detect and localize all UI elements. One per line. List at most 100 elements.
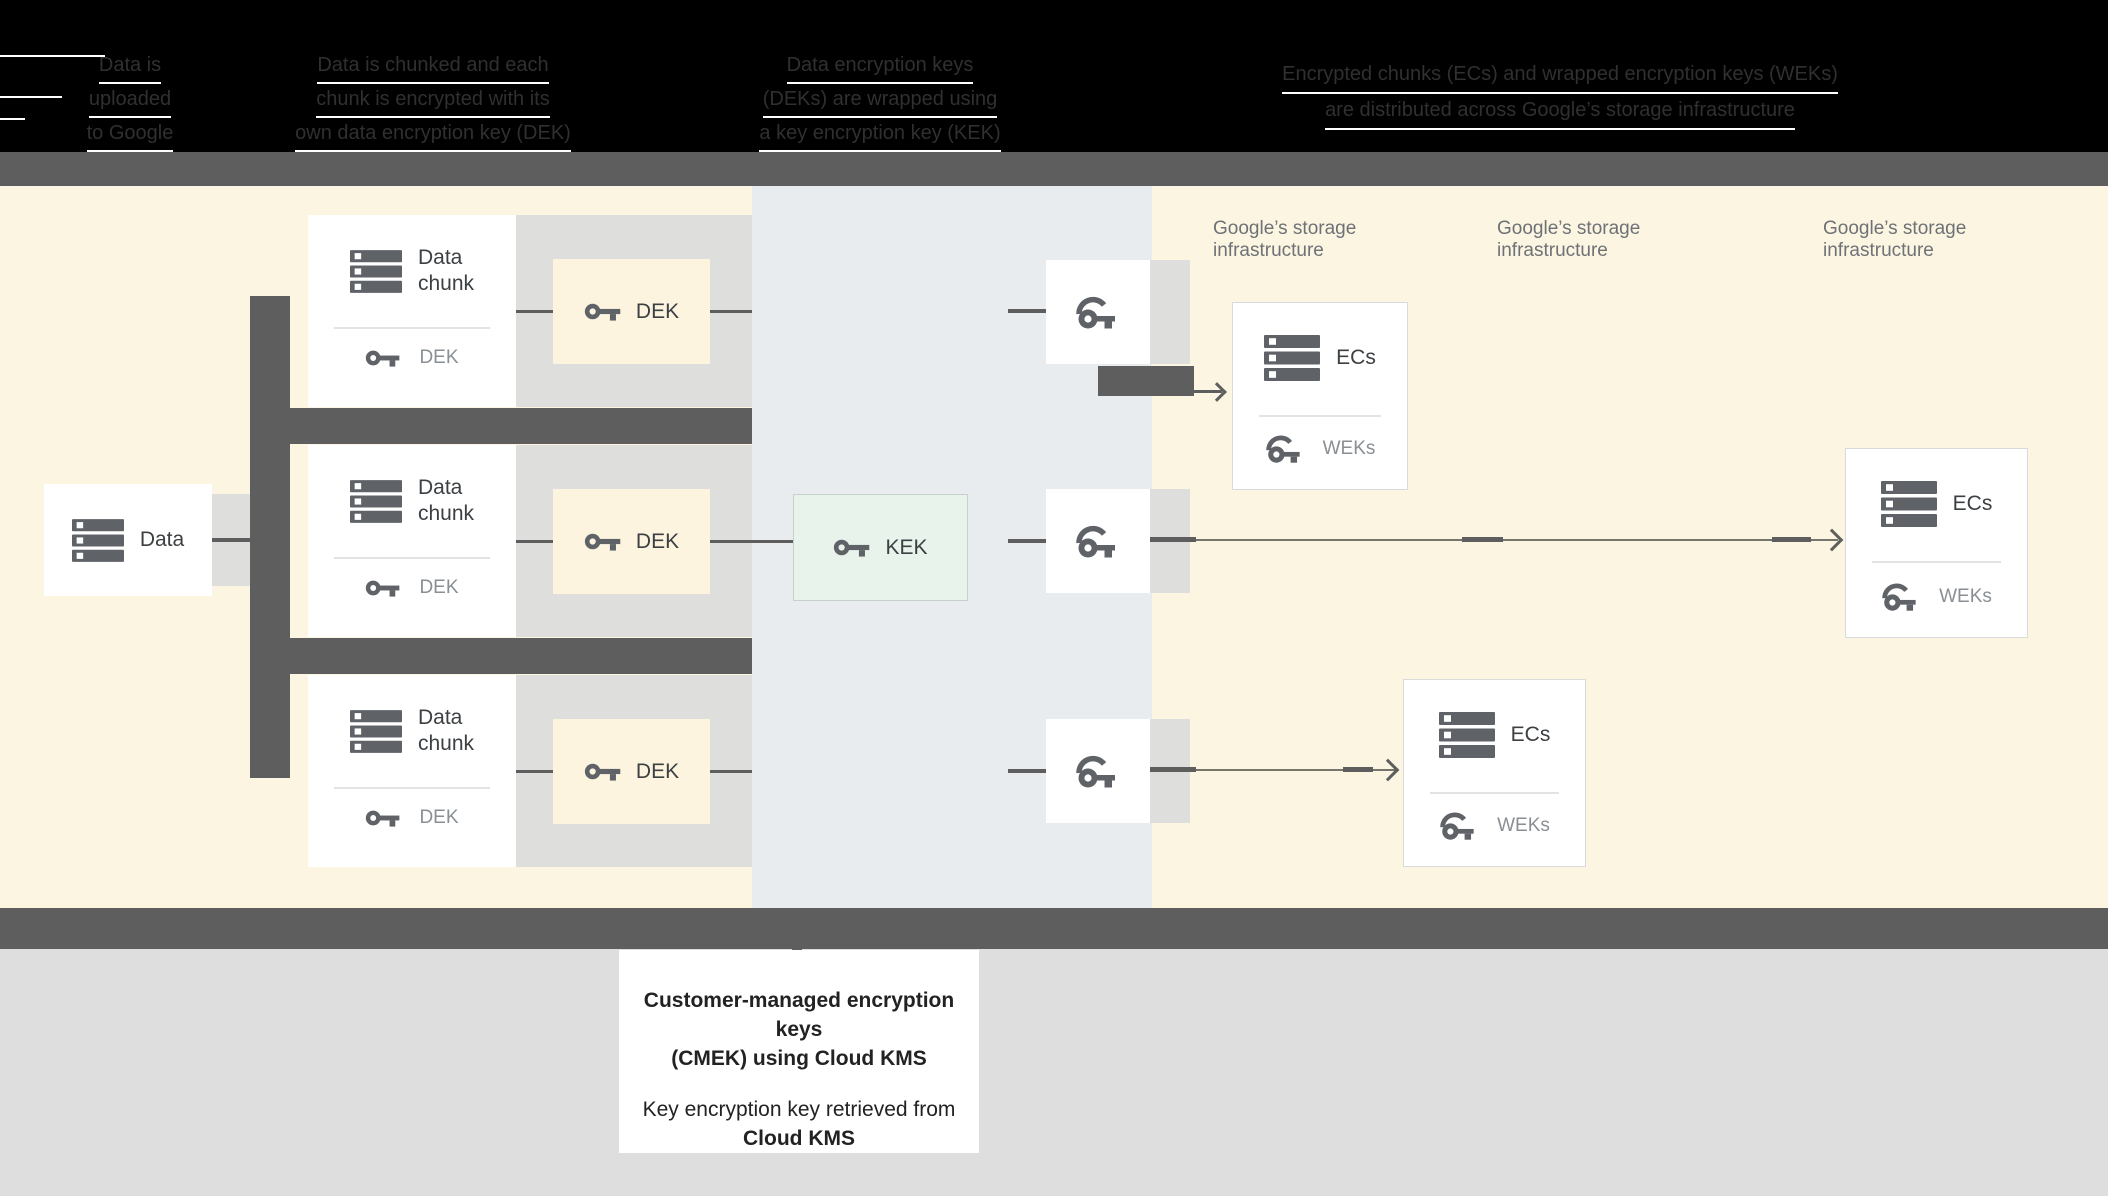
header-step-1-line: uploaded [88,84,172,118]
header-step-1-line: to Google [86,118,174,152]
arrow-thick-segment [1462,537,1503,542]
server-icon [72,519,124,562]
wrapped-key-icon [1265,433,1305,464]
kek-box: KEK [793,494,968,601]
dek-box-2: DEK [553,489,710,594]
header-step-3-line: a key encryption key (KEK) [759,118,1001,152]
ecs-title: ECs [1336,346,1376,369]
header-artifact-line [0,55,105,57]
chunk-dek-label: DEK [419,347,459,368]
key-square-tail-1 [1150,260,1190,364]
header-step-2-line: chunk is encrypted with its [316,84,550,118]
header-step-3-line: (DEKs) are wrapped using [762,84,998,118]
header-step-4-line: Encrypted chunks (ECs) and wrapped encry… [1282,58,1838,94]
wrapped-key-square-3 [1046,719,1150,823]
header-step-4-line: are distributed across Google’s storage … [1325,94,1795,130]
chunk-dek-label: DEK [419,807,459,828]
wrapped-key-square-1 [1046,260,1150,364]
storage-label-line: infrastructure [1823,240,1934,261]
caption-bold-line: (CMEK) using Cloud KMS [671,1047,927,1070]
header-artifact-line [0,96,62,98]
wrap-stub-line-1 [1008,309,1046,313]
header-step-4: Encrypted chunks (ECs) and wrapped encry… [1235,58,1885,130]
dek-out-line-1 [710,310,752,313]
chunk-title-line: Data [417,246,463,269]
data-card: Data [44,484,212,596]
key-icon [365,348,401,368]
arrow-thick-segment [1150,767,1196,772]
caption-regular-line: Key encryption key retrieved from [642,1098,956,1121]
caption-bold-line: Customer-managed encryption keys [643,989,955,1041]
row-gap-bar-1 [250,408,752,444]
weks-label: WEKs [1322,437,1376,459]
wrapped-key-icon [1075,753,1121,789]
storage-label-line: Google’s storage [1823,218,1967,239]
arrow-thick-segment [1772,537,1811,542]
header-step-3: Data encryption keys (DEKs) are wrapped … [722,50,1038,152]
weks-label: WEKs [1497,814,1550,836]
data-chunk-card-3: Data chunk DEK [308,675,516,867]
kek-box-label: KEK [885,535,928,559]
wrapped-key-icon [1075,523,1121,559]
header-step-2: Data is chunked and each chunk is encryp… [262,50,604,152]
server-icon [1439,712,1495,758]
server-icon [350,480,402,523]
wrapped-key-icon [1075,294,1121,330]
wrap-stub-line-3 [1008,769,1046,773]
storage-label-1: Google’s storage infrastructure [1213,218,1433,262]
card-divider [334,327,490,329]
storage-label-line: Google’s storage [1213,218,1357,239]
wrap-stub-line-2 [1008,539,1046,543]
chunk-to-dek-line-1 [516,310,553,313]
server-icon [1264,335,1320,381]
header-step-1: Data is uploaded to Google [20,50,240,152]
key-icon [584,301,622,322]
storage-label-3: Google’s storage infrastructure [1823,218,2043,262]
server-icon [1881,481,1937,527]
header-step-1-line: Data is [98,50,162,84]
chunk-to-dek-line-2 [516,540,553,543]
chunk-dek-label: DEK [419,577,459,598]
arrow-line-3 [1150,769,1395,771]
dek-box-label: DEK [635,299,680,323]
key-icon [833,537,871,558]
card-divider [334,557,490,559]
dek-box-3: DEK [553,719,710,824]
wrap-elbow-bar [1098,366,1194,396]
chunk-title-line: Data [417,476,463,499]
card-divider [334,787,490,789]
wrapped-key-square-2 [1046,489,1150,593]
dek-out-line-3 [710,770,752,773]
arrow-thick-segment [1150,537,1196,542]
ecs-card-2: ECs WEKs [1845,448,2028,638]
storage-label-line: Google’s storage [1497,218,1641,239]
dek-box-label: DEK [635,759,680,783]
storage-label-line: infrastructure [1497,240,1608,261]
chunk-title-line: chunk [417,502,475,525]
ecs-title: ECs [1952,492,1993,515]
data-chunk-card-1: Data chunk DEK [308,215,516,407]
data-chunk-card-2: Data chunk DEK [308,445,516,637]
top-divider-bar [0,152,2108,186]
header-step-3-line: Data encryption keys [786,50,974,84]
server-icon [350,250,402,293]
wrapped-key-icon [1881,581,1921,612]
dek-box-1: DEK [553,259,710,364]
bottom-background [0,949,2108,1196]
storage-label-line: infrastructure [1213,240,1324,261]
ecs-card-3: ECs WEKs [1403,679,1586,867]
weks-label: WEKs [1939,585,1992,607]
key-icon [584,761,622,782]
card-divider [1872,561,2001,563]
ecs-title: ECs [1510,723,1551,746]
caption-box: Customer-managed encryption keys (CMEK) … [619,950,979,1153]
key-icon [365,808,401,828]
chunk-title-line: chunk [417,732,475,755]
arrow-line-1 [1194,390,1222,393]
ecs-card-1: ECs WEKs [1232,302,1408,490]
row-gap-bar-2 [250,638,752,674]
data-to-trunk-connector [212,538,250,542]
wrapped-key-icon [1439,810,1479,841]
key-icon [365,578,401,598]
